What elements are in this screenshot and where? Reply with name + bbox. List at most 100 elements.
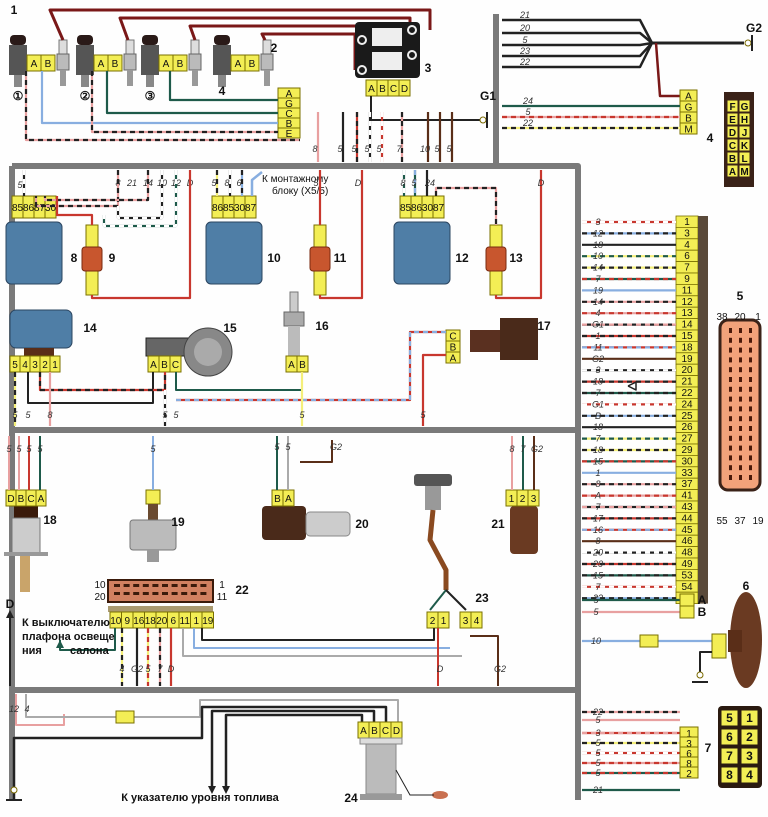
immo-face-pin xyxy=(162,584,168,587)
pin-label: A xyxy=(150,360,157,371)
wire-number: D xyxy=(437,664,444,674)
ecu-pin-label: 22 xyxy=(681,388,693,399)
pin-label: A xyxy=(368,84,375,95)
ecu-pin-label: 54 xyxy=(681,582,693,593)
relay-8 xyxy=(5,221,63,285)
injector-number: 4 xyxy=(219,84,226,98)
wire-number: A xyxy=(594,491,601,501)
crankshaft-position-sensor xyxy=(262,506,351,540)
coil xyxy=(372,52,402,70)
connector-7-face-pin xyxy=(740,766,759,784)
injector-wire xyxy=(40,71,278,125)
pin-label: A xyxy=(163,59,170,70)
plug-hex xyxy=(260,53,274,71)
speed-sensor xyxy=(470,318,538,360)
wire-number: 5 xyxy=(162,410,168,420)
wire-number: 20 xyxy=(592,559,603,569)
ecu-pin-label: 49 xyxy=(681,559,693,570)
ecu-pin-label: 18 xyxy=(681,342,693,353)
terminal xyxy=(407,25,417,35)
ckp-wire xyxy=(300,440,333,463)
wire-number: 22 xyxy=(522,118,533,128)
lamp-marker: D xyxy=(6,597,15,611)
throttle-position-sensor xyxy=(145,327,233,377)
component-label-12: 12 xyxy=(455,251,469,265)
wire-number: 5 xyxy=(593,607,599,617)
maf-body xyxy=(9,309,73,349)
mounting-block-note: блоку (X5/5) xyxy=(272,185,328,197)
immo-face-pin xyxy=(190,584,197,587)
injector-cap xyxy=(77,35,93,45)
immo-face-pin xyxy=(200,584,207,587)
fuel-wire xyxy=(224,713,364,790)
immo-wire xyxy=(193,628,450,649)
pin-label: 3 xyxy=(531,494,537,505)
ecu-face-pin xyxy=(739,337,742,343)
wire-number: 3 xyxy=(595,365,600,375)
pin-label: 1 xyxy=(509,494,515,505)
component-label-4: 4 xyxy=(707,131,714,145)
pin-label: A xyxy=(31,59,38,70)
immo-face-label: 1 xyxy=(219,580,225,591)
wire-number: 10 xyxy=(591,636,601,646)
wire-number: 8 xyxy=(312,144,317,154)
relay-wire xyxy=(434,186,498,225)
inline-connector xyxy=(115,710,135,724)
relay-wire xyxy=(494,170,543,300)
ecu-face-pin xyxy=(739,377,742,382)
injector-number: ② xyxy=(80,89,91,103)
diag-face-pin xyxy=(738,164,751,178)
wire-number: 5 xyxy=(411,178,417,188)
wire-number: 18 xyxy=(593,445,603,455)
pin-box xyxy=(107,54,123,72)
wire-number: 5 xyxy=(595,748,601,758)
wire-number: 1 xyxy=(595,331,600,341)
connector-7-pin xyxy=(679,766,699,779)
cts-thread xyxy=(288,326,300,356)
pin-label: B xyxy=(379,84,386,95)
sensor-wire xyxy=(175,372,303,391)
diag-face-pin-label: B xyxy=(729,154,736,165)
plug-top xyxy=(58,39,68,55)
immo-wire xyxy=(201,628,435,641)
wire-number: 18 xyxy=(593,377,603,387)
cts-tip xyxy=(289,291,299,313)
diag-face-pin xyxy=(726,138,739,152)
relay-wire-stripe xyxy=(434,186,498,225)
fp-flange xyxy=(359,737,403,745)
component-label-9: 9 xyxy=(109,251,116,265)
fuse-body xyxy=(485,246,507,272)
spark-plug xyxy=(188,39,202,86)
fuel-injector xyxy=(141,35,159,87)
wire-number: 19 xyxy=(593,285,603,295)
arrow-up-icon xyxy=(6,610,14,618)
fuse-11 xyxy=(309,224,331,296)
pin-label: B xyxy=(161,360,168,371)
component-label-18: 18 xyxy=(43,513,57,527)
o2-head xyxy=(414,474,452,486)
pin-label: 85 xyxy=(223,203,235,214)
ecu-connector-edge xyxy=(698,216,708,604)
pin-label: D xyxy=(393,726,400,737)
wire-number: 5 xyxy=(173,410,179,420)
diag-wire xyxy=(654,42,680,98)
component-label-15: 15 xyxy=(223,321,237,335)
pin-label: 4 xyxy=(474,616,480,627)
immo-face-pin xyxy=(190,592,197,595)
iac-spring xyxy=(20,556,30,592)
pin-label: B xyxy=(371,726,378,737)
relay-wire-stripe xyxy=(102,170,178,228)
diag-face-pin xyxy=(738,125,751,139)
diag-face-pin-label: A xyxy=(729,167,736,178)
mounting-block-note: К монтажному xyxy=(262,174,328,185)
pin-label: A xyxy=(288,360,295,371)
component-label-22: 22 xyxy=(235,583,249,597)
ecu-pin-label: 43 xyxy=(681,502,693,513)
